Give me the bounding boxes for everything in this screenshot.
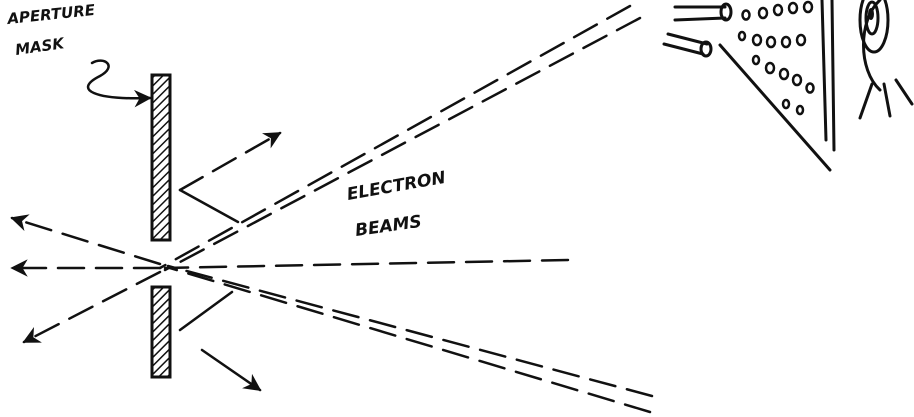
blocked-beam-path bbox=[180, 292, 232, 330]
phosphor-dot-screen-icon bbox=[720, 0, 834, 170]
passed-beams bbox=[12, 218, 160, 342]
passed-beam-arrow bbox=[12, 218, 160, 264]
aperture-mask-label-line1: APERTURE bbox=[6, 1, 97, 28]
electron-beam bbox=[170, 268, 650, 412]
electron-beams-label: ELECTRON BEAMS bbox=[345, 168, 447, 241]
deflected-beam bbox=[202, 350, 260, 390]
aperture-mask-leader bbox=[88, 61, 150, 99]
electron-beams-label-line1: ELECTRON bbox=[345, 168, 447, 205]
passed-beam-arrow bbox=[24, 272, 160, 342]
aperture-mask-label-line2: MASK bbox=[14, 34, 66, 59]
deflected-beam bbox=[180, 133, 280, 190]
electron-beam bbox=[165, 260, 568, 268]
aperture-mask-label: APERTURE MASK bbox=[6, 1, 97, 59]
aperture-mask bbox=[152, 75, 170, 377]
aperture-mask-lower-plate bbox=[152, 287, 170, 377]
electron-beams bbox=[160, 6, 652, 412]
blocked-beams bbox=[180, 133, 280, 390]
blocked-beam-path bbox=[180, 190, 238, 222]
eye-icon bbox=[860, 0, 912, 118]
aperture-mask-upper-plate bbox=[152, 75, 170, 240]
electron-beams-label-line2: BEAMS bbox=[354, 212, 423, 241]
